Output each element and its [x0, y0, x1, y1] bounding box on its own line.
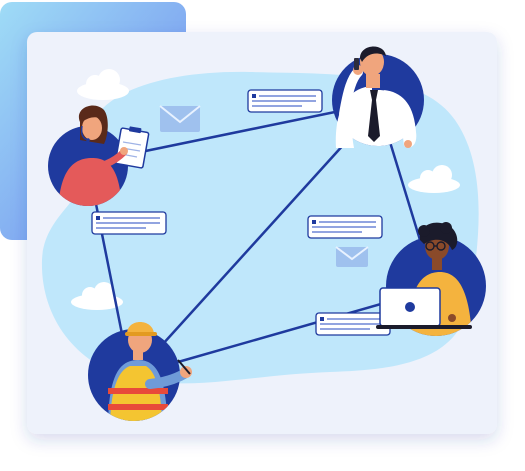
avatar-businessman [332, 46, 424, 148]
mail-icon [159, 105, 201, 132]
network-links [94, 110, 422, 364]
cloud-icon [71, 282, 123, 310]
avatar-construction-worker [88, 322, 192, 421]
message-card [247, 89, 323, 113]
message-card [91, 211, 167, 235]
cloud-icon [77, 69, 129, 100]
mail-icon [335, 246, 369, 267]
message-card [307, 215, 383, 239]
avatar-headset-operator [48, 105, 150, 206]
avatar-laptop-user [376, 222, 486, 336]
message-card [315, 312, 391, 336]
cloud-icon [408, 165, 460, 193]
